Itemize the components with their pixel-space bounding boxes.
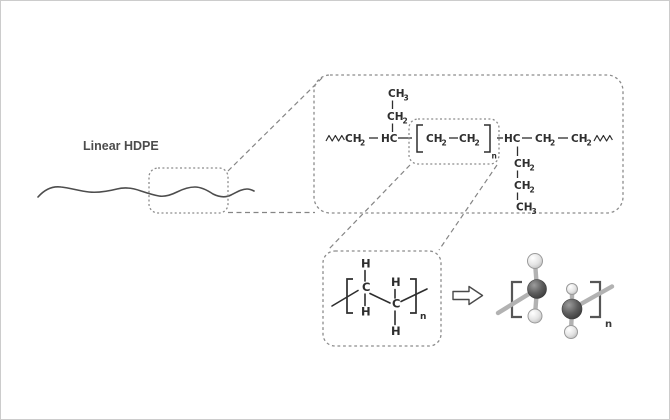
right-bracket — [410, 278, 417, 314]
zoom-connectors-1 — [227, 77, 323, 214]
hydrogen-atom-sphere — [566, 283, 578, 295]
atom-label: CH — [388, 88, 405, 100]
atom-label: CH — [535, 133, 552, 145]
zoom-region-box-repeat-unit — [408, 118, 500, 165]
chain-continuation-squiggle — [325, 134, 345, 142]
subscript: 2 — [587, 139, 592, 148]
backbone: CH 2 HC CH 2 CH 2 n HC CH 2 CH 2 — [325, 124, 613, 161]
repeat-subscript-n: n — [492, 152, 497, 161]
atom-label: CH — [516, 202, 533, 214]
repeat-subscript-n: n — [420, 312, 426, 322]
atom-label: H — [391, 275, 401, 289]
atom-label: C — [392, 297, 400, 311]
left-bracket — [416, 124, 423, 153]
bottom-branch: CH 2 CH 2 CH 3 — [514, 146, 537, 216]
subscript: 2 — [403, 117, 408, 126]
atom-label: CH — [514, 158, 531, 170]
bond — [331, 289, 359, 307]
subscript: 2 — [442, 139, 447, 148]
atom-label: H — [361, 305, 371, 319]
bond — [369, 292, 391, 304]
atom-label: CH — [426, 133, 443, 145]
subscript: 2 — [360, 139, 365, 148]
figure-title: Linear HDPE — [83, 139, 159, 153]
subscript: 2 — [530, 186, 535, 195]
polymer-chain-wave — [37, 186, 255, 198]
atom-label: CH — [514, 180, 531, 192]
atom-label: HC — [381, 133, 398, 145]
atom-label: CH — [459, 133, 476, 145]
top-branch: CH 3 CH 2 — [387, 88, 409, 132]
subscript: 2 — [530, 164, 535, 173]
repeat-subscript-n: n — [605, 319, 612, 330]
atom-label: CH — [387, 111, 404, 123]
zoom-box-chain-structure — [313, 74, 624, 214]
atom-label: HC — [504, 133, 521, 145]
hydrogen-atom-sphere — [527, 253, 543, 269]
subscript: 3 — [404, 94, 409, 103]
ethylene-unit-section: H C H H C H n — [322, 250, 442, 347]
hydrogen-atom-sphere — [564, 325, 578, 339]
hydrogen-atom-sphere — [527, 308, 543, 324]
right-bracket — [484, 124, 491, 153]
ball-stick-model: n — [495, 253, 615, 339]
subscript: 2 — [550, 139, 555, 148]
carbon-atom-sphere — [527, 279, 547, 299]
zoom-region-box-chain — [148, 167, 229, 214]
bond — [400, 288, 428, 303]
atom-label: CH — [345, 133, 362, 145]
atom-label: CH — [571, 133, 588, 145]
chain-structure-section: CH 2 HC CH 2 CH 2 n HC CH 2 CH 2 CH — [313, 74, 624, 216]
atom-label: H — [361, 257, 371, 271]
zoom-box-ethylene-unit — [322, 250, 442, 347]
atom-label: C — [362, 280, 370, 294]
zoom-connectors-2 — [327, 164, 498, 251]
connector-line — [438, 164, 498, 251]
subscript: 3 — [532, 207, 537, 216]
subscript: 2 — [475, 139, 480, 148]
carbon-atom-sphere — [561, 298, 583, 320]
polymer-coil-section: Linear HDPE — [37, 139, 255, 214]
connector-line — [227, 77, 323, 172]
chain-continuation-squiggle — [593, 134, 613, 142]
left-bracket — [346, 278, 353, 314]
right-arrow-icon — [452, 285, 484, 306]
connector-line — [327, 164, 411, 251]
left-bracket — [510, 280, 522, 319]
right-bracket — [590, 280, 602, 319]
atom-label: H — [391, 324, 401, 338]
